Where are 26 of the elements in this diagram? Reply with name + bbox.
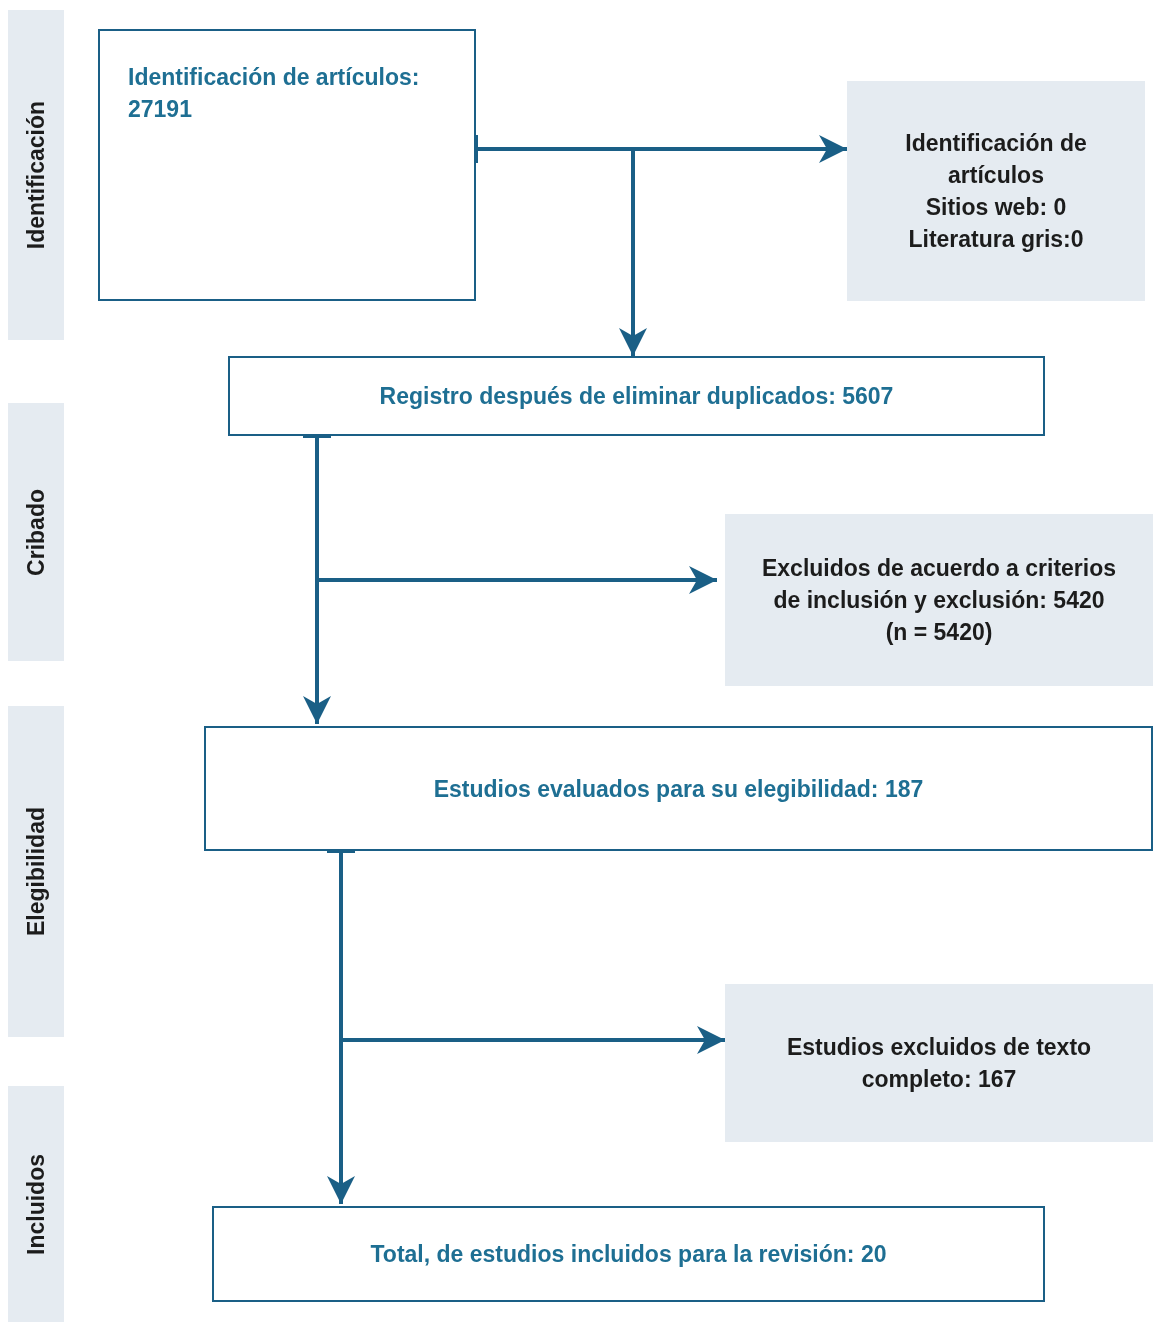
box-text: Registro después de eliminar duplicados: 5607 [379, 382, 894, 411]
box-subtext: Literatura gris:0 [908, 225, 1084, 254]
box-text: Identificación de artículos [904, 129, 1088, 190]
process-box [204, 726, 1153, 851]
box-text: Total, de estudios incluidos para la revisión: 20 [370, 1240, 887, 1269]
box-text: Excluidos de acuerdo a criterios de inclusión y exclusión: 5420 [760, 554, 1118, 615]
stage-label: Elegibilidad [22, 806, 50, 937]
box-text: Estudios excluidos de texto completo: 167 [785, 1033, 1093, 1094]
process-box [212, 1206, 1045, 1302]
box-subtext: (n = 5420) [885, 618, 993, 647]
box-text: Estudios evaluados para su elegibilidad: 187 [433, 774, 924, 804]
stage-label: Identificación [22, 100, 50, 250]
stage-band [8, 403, 64, 661]
arrow [327, 849, 355, 1204]
box-subtext: Sitios web: 0 [925, 193, 1067, 222]
exclusion-box [725, 984, 1153, 1142]
exclusion-box [725, 514, 1153, 686]
result-box [847, 81, 1145, 301]
stage-band [8, 10, 64, 340]
process-box [98, 29, 476, 301]
stage-label: Incluidos [22, 1153, 50, 1255]
stage-label: Cribado [22, 488, 50, 576]
process-box [228, 356, 1045, 436]
stage-band [8, 1086, 64, 1322]
box-text: Identificación de artículos: 27191 [128, 63, 421, 124]
stage-band [8, 706, 64, 1037]
